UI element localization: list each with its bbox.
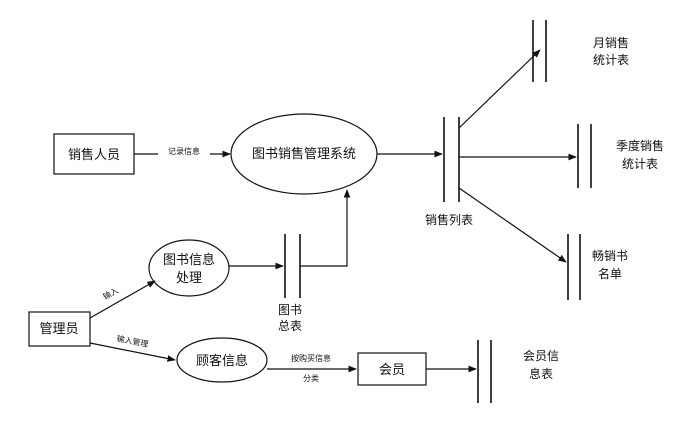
store-member-info-label-2: 息表 xyxy=(529,366,553,381)
entity-member-box xyxy=(357,352,427,386)
entity-sales-staff-box xyxy=(53,133,135,175)
flow-admin-to-customer-info xyxy=(89,342,176,362)
store-bestseller-list-label-1: 畅销书 xyxy=(592,249,628,263)
process-main-system-label: 图书销售管理系统 xyxy=(252,146,356,162)
flow-record-info-bg xyxy=(158,145,210,157)
store-sales-list-label: 销售列表 xyxy=(425,212,473,227)
process-book-info-label-2: 处理 xyxy=(176,271,202,286)
store-sales-list xyxy=(443,117,460,202)
store-bestseller-list xyxy=(567,234,581,300)
process-book-info-label-1: 图书信息 xyxy=(163,252,215,268)
store-member-info xyxy=(477,340,492,403)
store-bestseller-list-label-2: 名单 xyxy=(598,266,622,281)
process-customer-info-label: 顾客信息 xyxy=(196,353,248,369)
flow-input-label: 输入 xyxy=(101,285,120,302)
entity-sales-staff-label: 销售人员 xyxy=(68,147,120,163)
store-books-total xyxy=(284,234,301,298)
entity-member-label: 会员 xyxy=(379,363,405,378)
store-quarterly-stats xyxy=(577,124,592,188)
process-book-info-ellipse xyxy=(148,239,230,297)
flow-input-manage-label: 输入管理 xyxy=(116,333,149,349)
store-monthly-stats-label-1: 月销售 xyxy=(593,35,629,50)
flow-record-info-label: 记录信息 xyxy=(168,146,200,156)
entity-admin-label: 管理员 xyxy=(39,322,78,337)
flow-classify-label-1: 按购买信息 xyxy=(291,353,331,363)
flow-sales-list-to-bestseller xyxy=(458,187,567,263)
store-books-total-label-2: 总表 xyxy=(278,319,302,333)
flow-admin-to-book-info xyxy=(89,280,156,319)
flow-sales-list-to-monthly xyxy=(458,49,541,129)
flow-books-total-to-system xyxy=(300,189,351,267)
store-quarterly-stats-label-2: 统计表 xyxy=(622,157,658,171)
store-member-info-label-1: 会员信 xyxy=(523,349,559,363)
flow-classify-label-2: 分类 xyxy=(303,373,319,383)
store-quarterly-stats-label-1: 季度销售 xyxy=(616,138,664,153)
store-books-total-label-1: 图书 xyxy=(278,303,302,317)
process-customer-info-ellipse xyxy=(176,337,268,383)
entity-admin-box xyxy=(28,311,91,347)
store-monthly-stats-label-2: 统计表 xyxy=(593,53,629,67)
